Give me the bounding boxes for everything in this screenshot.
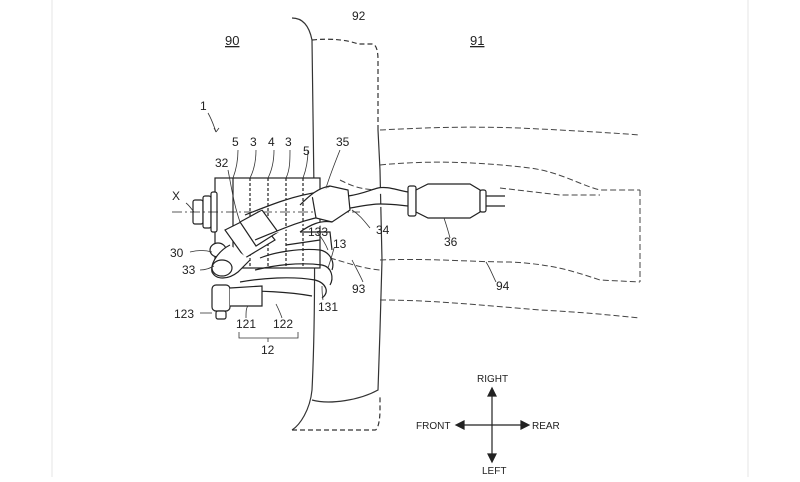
label-1: 1 [200, 99, 207, 113]
label-12: 12 [261, 343, 275, 357]
label-122: 122 [273, 317, 293, 331]
label-94: 94 [496, 279, 510, 293]
direction-left: LEFT [482, 466, 506, 477]
oil-filter [211, 284, 263, 320]
direction-compass [454, 386, 531, 464]
exhaust-pipe [347, 183, 505, 219]
label-131: 131 [318, 300, 338, 314]
label-30: 30 [170, 246, 184, 260]
floor-tunnel [329, 126, 641, 319]
label-123: 123 [174, 307, 194, 321]
label-33: 33 [182, 263, 196, 277]
direction-rear: REAR [532, 421, 560, 432]
dash-panel [291, 17, 383, 431]
label-dash-panel-92: 92 [352, 9, 366, 23]
label-rear-area-91: 91 [470, 33, 484, 48]
label-36: 36 [444, 235, 458, 249]
label-front-area-90: 90 [225, 33, 239, 48]
label-133: 133 [308, 225, 328, 239]
label-13: 13 [333, 237, 347, 251]
label-axis-x: X [172, 189, 180, 203]
label-5a: 5 [232, 135, 239, 149]
label-3a: 3 [250, 135, 257, 149]
label-3b: 3 [285, 135, 292, 149]
leader-lines [185, 112, 497, 342]
label-93: 93 [352, 282, 366, 296]
label-34: 34 [376, 223, 390, 237]
label-121: 121 [236, 317, 256, 331]
direction-right: RIGHT [477, 374, 508, 385]
label-35: 35 [336, 135, 350, 149]
direction-front: FRONT [416, 421, 450, 432]
upstream-catalyst [299, 185, 351, 233]
label-4: 4 [268, 135, 275, 149]
label-5b: 5 [303, 144, 310, 158]
label-32: 32 [215, 156, 229, 170]
